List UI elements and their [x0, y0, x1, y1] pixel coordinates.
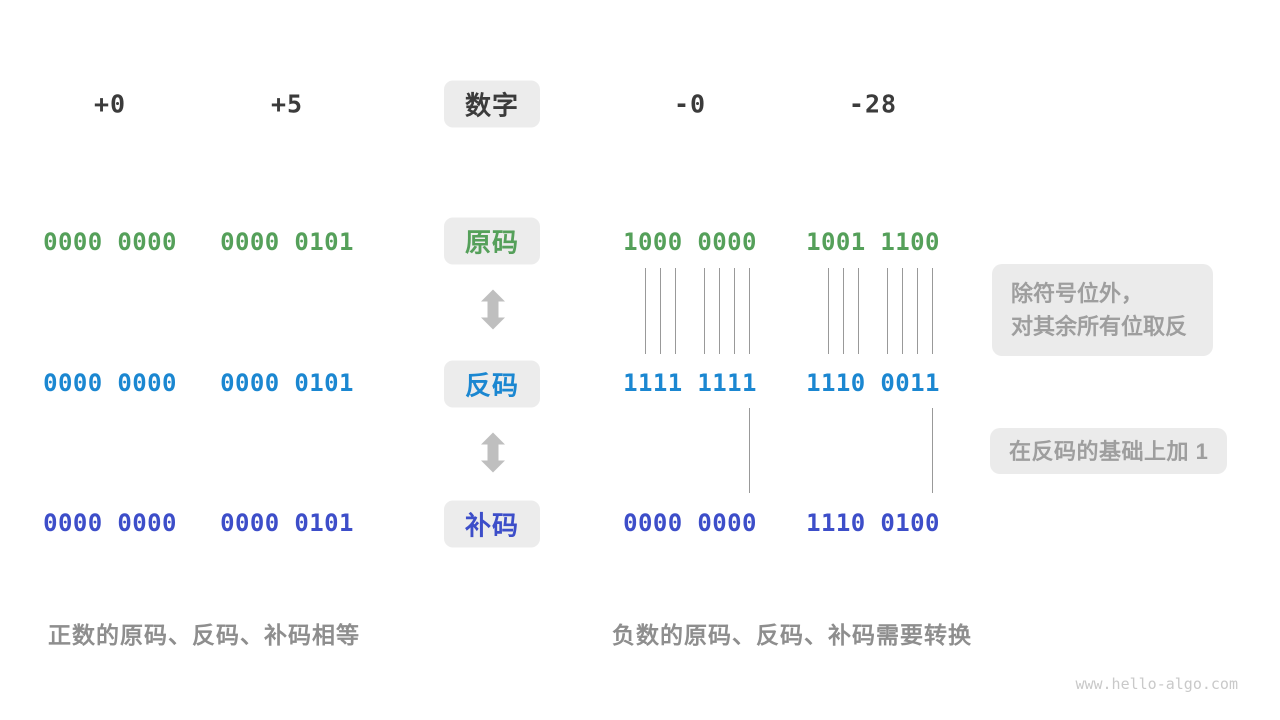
twos-complement-plus-5: 0000 0101: [220, 509, 354, 537]
positive-caption: 正数的原码、反码、补码相等: [48, 622, 360, 648]
twos-complement-minus-0: 0000 0000: [623, 509, 757, 537]
updown-arrow-icon: [481, 289, 505, 335]
sign-magnitude-plus-5: 0000 0101: [220, 228, 354, 256]
add-one-note: 在反码的基础上加 1: [990, 428, 1228, 474]
header-minus-28: -28: [848, 89, 898, 119]
number-badge: 数字: [444, 80, 540, 128]
bit-flip-lines-minus-28: [806, 268, 940, 354]
site-watermark: www.hello-algo.com: [1075, 675, 1238, 693]
twos-complement-badge: 补码: [444, 500, 540, 548]
negative-caption: 负数的原码、反码、补码需要转换: [612, 622, 972, 648]
number-badge-label: 数字: [464, 90, 519, 121]
add-one-line-minus-28: [932, 408, 933, 493]
sign-magnitude-badge-label: 原码: [464, 227, 519, 258]
sign-magnitude-minus-28: 1001 1100: [806, 228, 940, 256]
ones-complement-plus-0: 0000 0000: [43, 369, 177, 397]
header-minus-0: -0: [673, 89, 707, 119]
ones-complement-minus-0: 1111 1111: [623, 369, 757, 397]
twos-complement-badge-label: 补码: [464, 510, 519, 541]
add-one-line-minus-0: [749, 408, 750, 493]
bit-flip-lines-minus-0: [623, 268, 757, 354]
flip-bits-note-line2: 对其余所有位取反: [1011, 314, 1188, 339]
flip-bits-note-line1: 除符号位外，: [1011, 281, 1144, 306]
sign-magnitude-badge: 原码: [444, 217, 540, 265]
ones-complement-minus-28: 1110 0011: [806, 369, 940, 397]
updown-arrow-icon: [481, 432, 505, 478]
add-one-note-text: 在反码的基础上加 1: [1009, 438, 1209, 464]
sign-magnitude-plus-0: 0000 0000: [43, 228, 177, 256]
twos-complement-plus-0: 0000 0000: [43, 509, 177, 537]
twos-complement-minus-28: 1110 0100: [806, 509, 940, 537]
ones-complement-plus-5: 0000 0101: [220, 369, 354, 397]
header-plus-5: +5: [270, 89, 304, 119]
header-plus-0: +0: [93, 89, 127, 119]
sign-magnitude-minus-0: 1000 0000: [623, 228, 757, 256]
flip-bits-note: 除符号位外， 对其余所有位取反: [992, 264, 1213, 356]
ones-complement-badge-label: 反码: [464, 370, 519, 401]
ones-complement-badge: 反码: [444, 360, 540, 408]
